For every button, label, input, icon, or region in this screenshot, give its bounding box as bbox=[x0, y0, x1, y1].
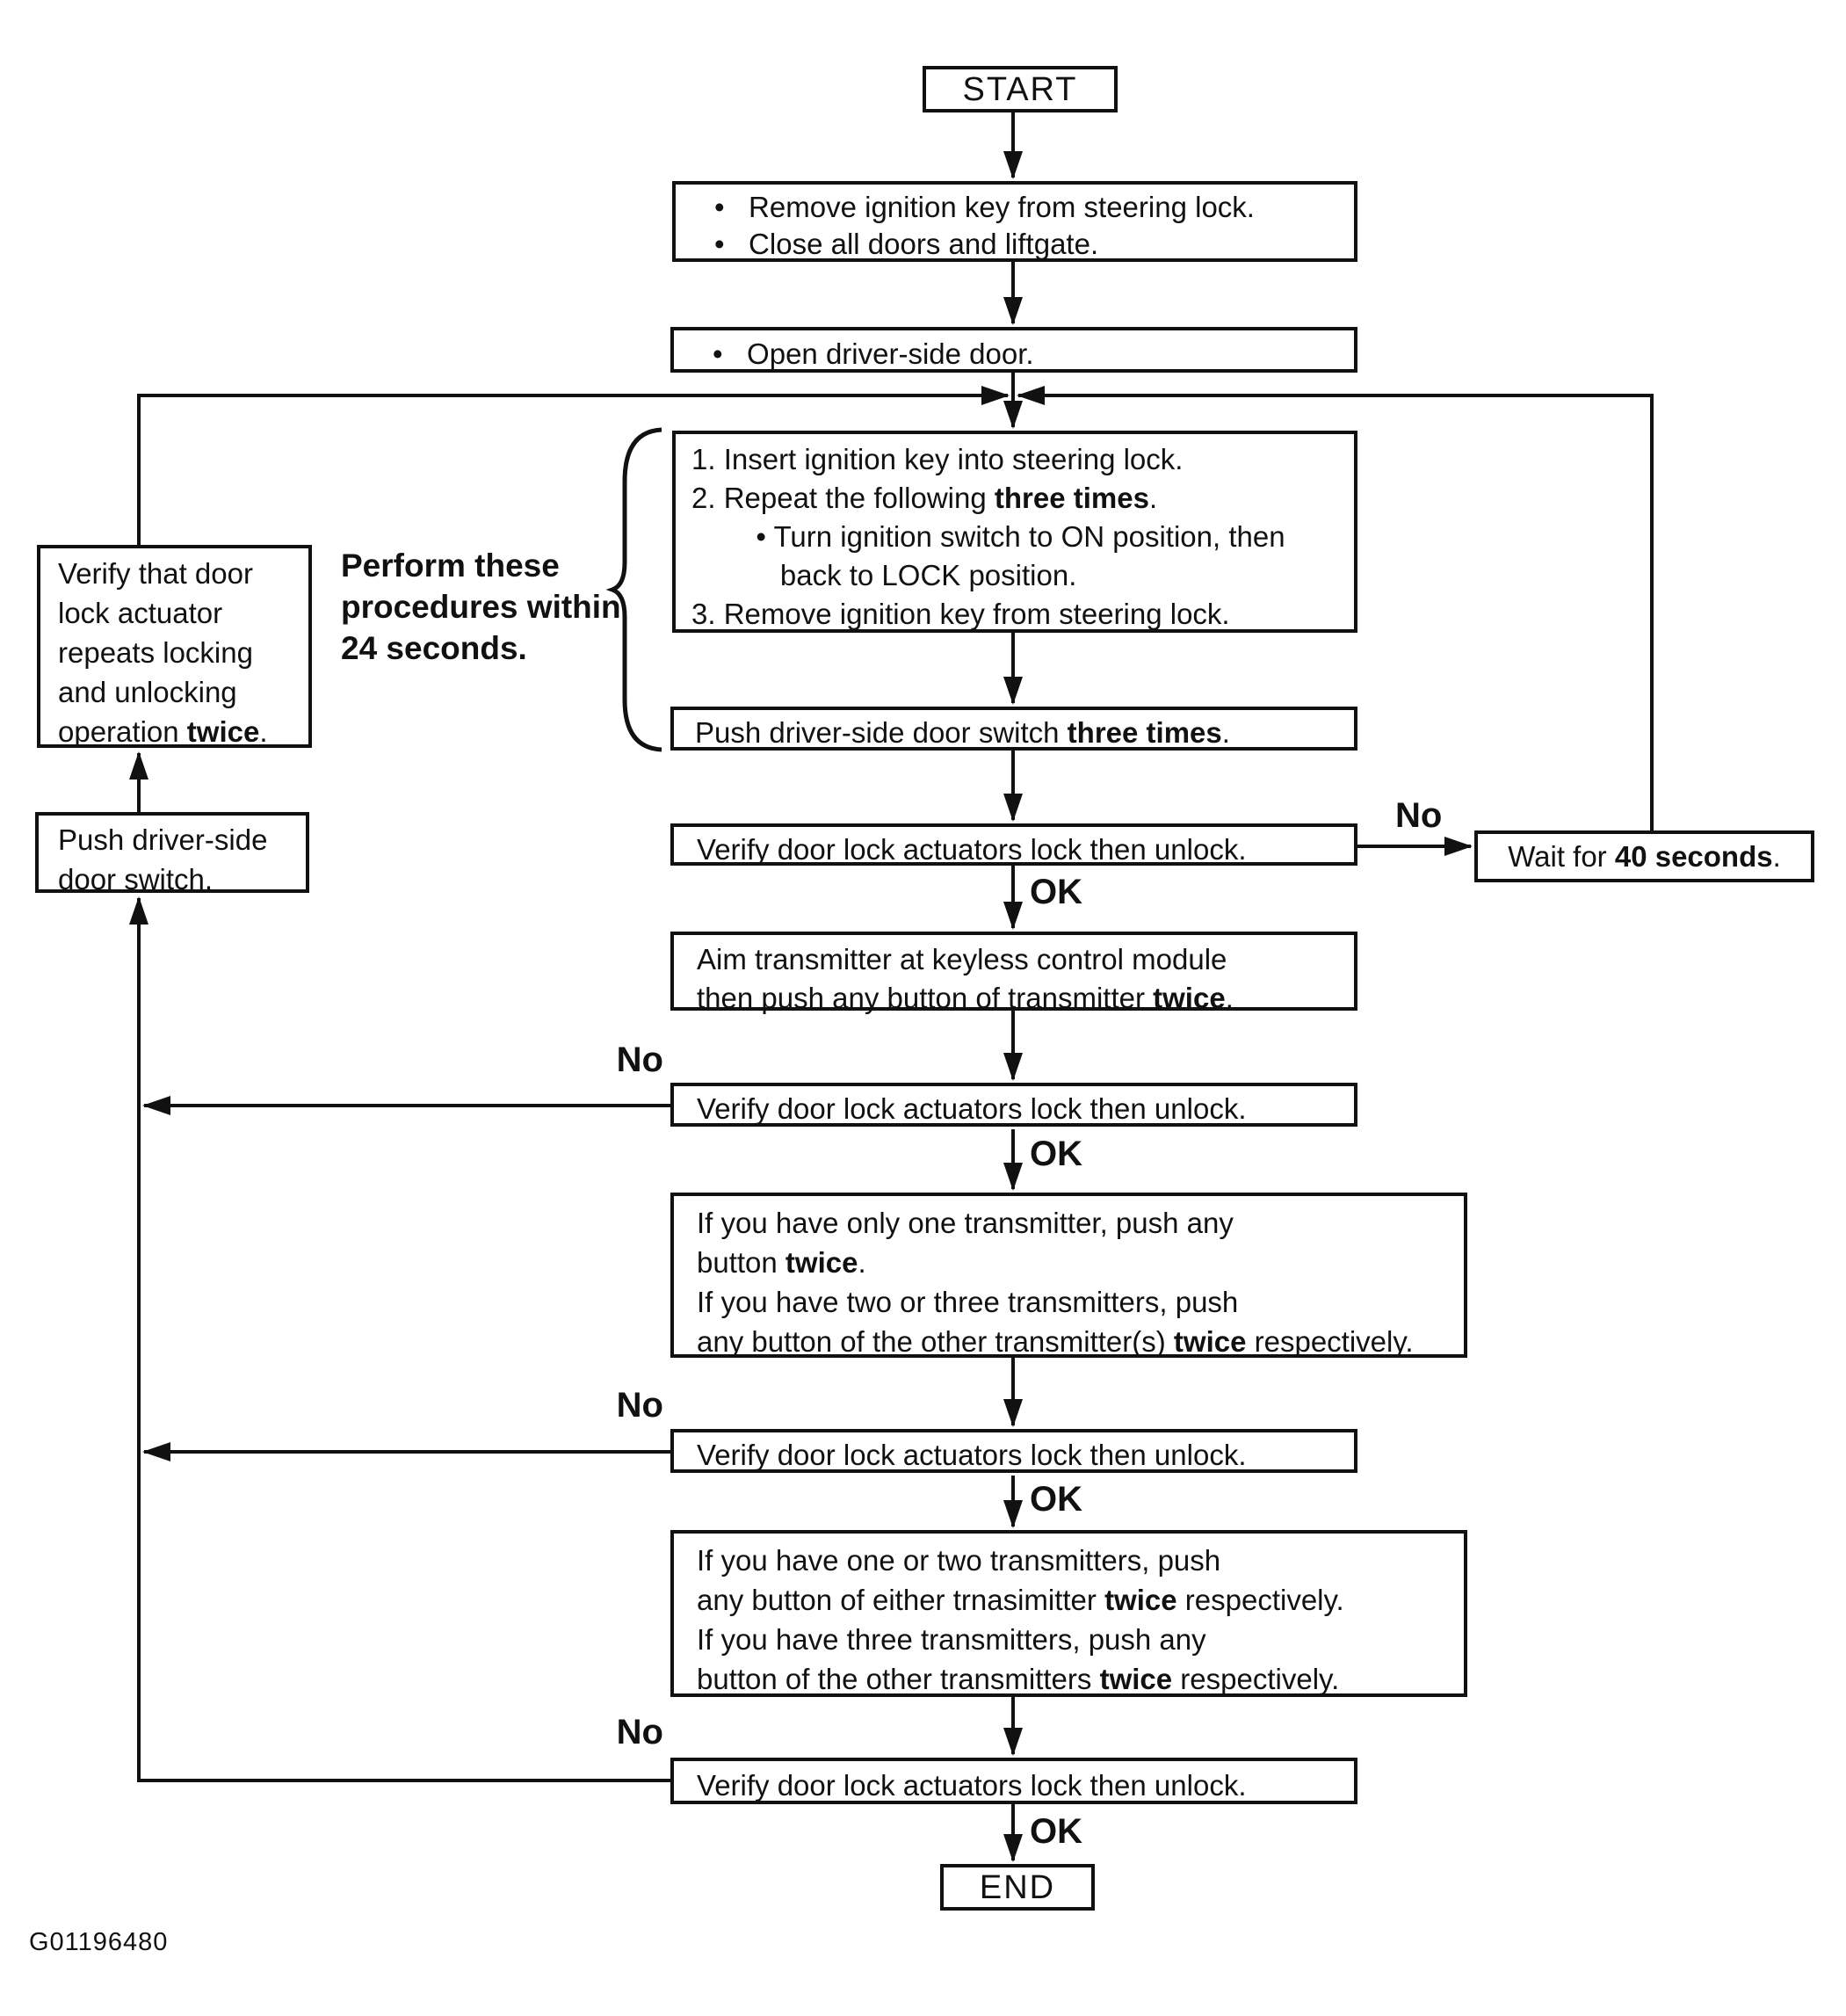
text-line: 3. Remove ignition key from steering loc… bbox=[691, 598, 1230, 630]
open-door-box: • Open driver-side door. bbox=[670, 327, 1357, 373]
text-line: • Turn ignition switch to ON position, t… bbox=[691, 520, 1285, 553]
feedback-left-to-junction bbox=[137, 386, 1010, 547]
ok-label-2: OK bbox=[1030, 1135, 1082, 1173]
text-line: Aim transmitter at keyless control modul… bbox=[697, 943, 1227, 975]
start-node: START bbox=[923, 66, 1118, 112]
wait-text: Wait for 40 seconds. bbox=[1508, 839, 1781, 873]
feedback-no-verify4-to-push-switch bbox=[129, 896, 670, 1782]
figure-id: G01196480 bbox=[29, 1928, 169, 1956]
text-line: any button of either trnasimitter twice … bbox=[697, 1584, 1344, 1616]
end-label: END bbox=[979, 1868, 1056, 1906]
text-line: button twice. bbox=[697, 1246, 866, 1279]
text-line: • Close all doors and liftgate. bbox=[714, 228, 1099, 260]
ok-label-4: OK bbox=[1030, 1812, 1082, 1851]
either-transmitter-box: If you have one or two transmitters, pus… bbox=[670, 1530, 1467, 1697]
text-line: • Open driver-side door. bbox=[713, 337, 1034, 370]
text-line: 1. Insert ignition key into steering loc… bbox=[691, 443, 1184, 475]
verify-text: Verify door lock actuators lock then unl… bbox=[697, 1439, 1247, 1471]
no-label-2: No bbox=[616, 1041, 663, 1079]
text-line: button of the other transmitters twice r… bbox=[697, 1663, 1340, 1695]
start-label: START bbox=[962, 70, 1078, 108]
text-line: operation twice. bbox=[58, 715, 268, 748]
text-line: If you have only one transmitter, push a… bbox=[697, 1207, 1234, 1239]
verify-text: Verify door lock actuators lock then unl… bbox=[697, 833, 1247, 866]
text-line: 2. Repeat the following three times. bbox=[691, 482, 1158, 514]
end-node: END bbox=[940, 1864, 1095, 1911]
text-line: repeats locking bbox=[58, 636, 253, 669]
push-switch-box: Push driver-side door switch. bbox=[35, 812, 309, 896]
verify-actuator-box: Verify that door lock actuator repeats loc… bbox=[37, 545, 312, 748]
brace-24-seconds bbox=[605, 427, 662, 752]
push-three-box: Push driver-side door switch three times… bbox=[670, 707, 1357, 751]
ok-label-3: OK bbox=[1030, 1480, 1082, 1519]
push-three-text: Push driver-side door switch three times… bbox=[695, 716, 1230, 749]
verify-box-2: Verify door lock actuators lock then unl… bbox=[670, 1083, 1357, 1127]
text-line: back to LOCK position. bbox=[691, 559, 1077, 591]
prep-box: • Remove ignition key from steering lock… bbox=[672, 181, 1357, 262]
text-line: then push any button of transmitter twic… bbox=[697, 982, 1234, 1014]
timing-note: Perform these procedures within 24 seconds… bbox=[341, 545, 621, 669]
text-line: door switch. bbox=[58, 863, 214, 896]
wait-box: Wait for 40 seconds. bbox=[1474, 830, 1814, 882]
text-line: procedures within bbox=[341, 589, 621, 625]
ok-label-1: OK bbox=[1030, 873, 1082, 911]
text-line: 24 seconds. bbox=[341, 630, 527, 666]
aim-box: Aim transmitter at keyless control modul… bbox=[670, 932, 1357, 1014]
verify-text: Verify door lock actuators lock then unl… bbox=[697, 1769, 1247, 1802]
text-line: and unlocking bbox=[58, 676, 237, 708]
verify-text: Verify door lock actuators lock then unl… bbox=[697, 1092, 1247, 1125]
verify-box-4: Verify door lock actuators lock then unl… bbox=[670, 1758, 1357, 1804]
text-line: If you have one or two transmitters, pus… bbox=[697, 1544, 1221, 1577]
text-line: If you have two or three transmitters, p… bbox=[697, 1286, 1239, 1318]
text-line: • Remove ignition key from steering lock… bbox=[714, 191, 1255, 223]
no-label-4: No bbox=[616, 1713, 663, 1751]
text-line: Verify that door bbox=[58, 557, 253, 590]
text-line: Push driver-side bbox=[58, 823, 268, 856]
no-label-3: No bbox=[616, 1386, 663, 1425]
text-line: If you have three transmitters, push any bbox=[697, 1623, 1206, 1656]
no-label-1: No bbox=[1395, 796, 1443, 835]
verify-box-1: Verify door lock actuators lock then unl… bbox=[670, 823, 1357, 866]
text-line: lock actuator bbox=[58, 597, 223, 629]
text-line: Perform these bbox=[341, 548, 560, 584]
key-cycle-box: 1. Insert ignition key into steering loc… bbox=[672, 431, 1357, 633]
feedback-wait-to-junction bbox=[1017, 386, 1654, 830]
one-transmitter-box: If you have only one transmitter, push a… bbox=[670, 1193, 1467, 1358]
text-line: any button of the other transmitter(s) t… bbox=[697, 1325, 1414, 1358]
verify-box-3: Verify door lock actuators lock then unl… bbox=[670, 1429, 1357, 1473]
